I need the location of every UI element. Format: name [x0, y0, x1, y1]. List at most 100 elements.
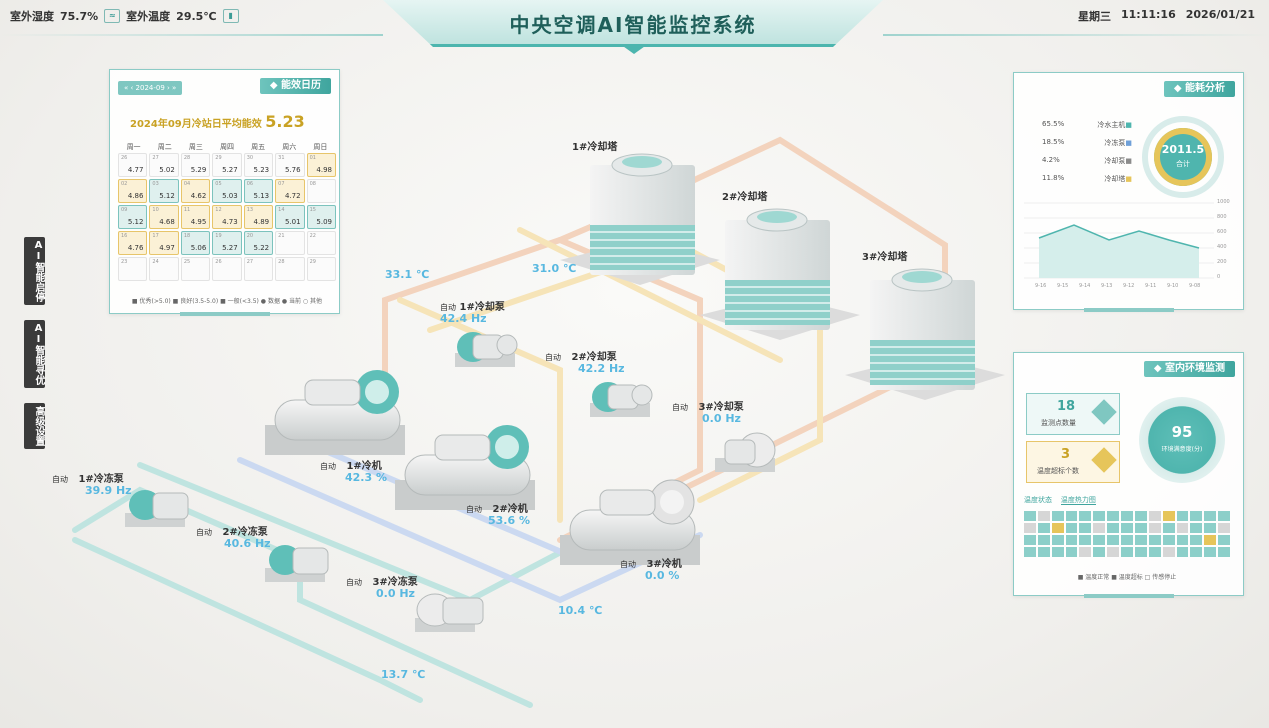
heatmap-cell[interactable]	[1204, 511, 1217, 521]
heatmap-cell[interactable]	[1037, 547, 1050, 557]
heatmap-cell[interactable]	[1051, 535, 1064, 545]
heatmap-cell[interactable]	[1051, 523, 1064, 533]
heatmap-cell[interactable]	[1079, 523, 1092, 533]
calendar-month-nav[interactable]: « ‹ 2024-09 › »	[118, 81, 183, 95]
heatmap-cell[interactable]	[1204, 535, 1217, 545]
heatmap-cell[interactable]	[1176, 547, 1189, 557]
heatmap-cell[interactable]	[1148, 523, 1161, 533]
calendar-day-cell[interactable]: 08	[306, 179, 336, 203]
heatmap-cell[interactable]	[1218, 523, 1230, 533]
heatmap-cell[interactable]	[1093, 547, 1106, 557]
cooling-tower-3[interactable]	[845, 268, 1005, 400]
heatmap-cell[interactable]	[1190, 547, 1203, 557]
chiller-1[interactable]	[265, 370, 405, 455]
heatmap-cell[interactable]	[1121, 547, 1133, 557]
calendar-day-cell[interactable]: 26	[212, 257, 242, 281]
heatmap-cell[interactable]	[1093, 511, 1106, 521]
heatmap-cell[interactable]	[1037, 523, 1050, 533]
heatmap-cell[interactable]	[1148, 511, 1161, 521]
heatmap-cell[interactable]	[1148, 547, 1161, 557]
heatmap-cell[interactable]	[1024, 523, 1036, 533]
heatmap-cell[interactable]	[1162, 535, 1175, 545]
chilled-pump-2[interactable]	[265, 545, 329, 582]
chilled-pump-1[interactable]	[125, 490, 189, 527]
heatmap-cell[interactable]	[1079, 535, 1092, 545]
heatmap-cell[interactable]	[1190, 511, 1203, 521]
calendar-day-cell[interactable]: 22	[306, 231, 336, 255]
heatmap-cell[interactable]	[1065, 535, 1078, 545]
heatmap-cell[interactable]	[1218, 547, 1230, 557]
heatmap-cell[interactable]	[1176, 511, 1189, 521]
calendar-day-cell[interactable]: 24	[149, 257, 179, 281]
advanced-settings-button[interactable]: 高级设置	[24, 403, 45, 449]
heatmap-cell[interactable]	[1204, 547, 1217, 557]
heatmap-cell[interactable]	[1134, 523, 1147, 533]
ai-start-stop-button[interactable]: AI智能启停	[24, 237, 45, 305]
heatmap-cell[interactable]	[1079, 511, 1092, 521]
heatmap-cell[interactable]	[1065, 547, 1078, 557]
calendar-day-cell[interactable]: 27	[243, 257, 274, 281]
cooling-pump-2[interactable]	[590, 382, 653, 417]
heatmap-cell[interactable]	[1079, 547, 1092, 557]
heatmap-cell[interactable]	[1024, 535, 1036, 545]
chiller-2[interactable]	[395, 425, 535, 510]
heatmap-cell[interactable]	[1134, 535, 1147, 545]
heatmap-cell[interactable]	[1218, 511, 1230, 521]
heatmap-cell[interactable]	[1037, 511, 1050, 521]
heatmap-cell[interactable]	[1093, 523, 1106, 533]
heatmap-cell[interactable]	[1176, 535, 1189, 545]
heatmap-cell[interactable]	[1176, 523, 1189, 533]
chilled-pump-3[interactable]	[415, 593, 484, 632]
tab-temperature-status[interactable]: 温度状态	[1024, 496, 1052, 504]
heatmap-cell[interactable]	[1134, 547, 1147, 557]
calendar-day-cell[interactable]: 23	[118, 257, 148, 281]
heatmap-cell[interactable]	[1065, 523, 1078, 533]
ai-optimize-button[interactable]: AI智能寻优	[24, 320, 45, 388]
heatmap-cell[interactable]	[1162, 547, 1175, 557]
heatmap-cell[interactable]	[1190, 535, 1203, 545]
cooling-tower-2[interactable]	[700, 208, 860, 340]
cooling-tower-1[interactable]	[560, 153, 720, 285]
heatmap-cell[interactable]	[1037, 535, 1050, 545]
heatmap-cell[interactable]	[1107, 535, 1120, 545]
heatmap-cell[interactable]	[1093, 535, 1106, 545]
cooling-pump-1[interactable]	[455, 332, 518, 367]
calendar-day-cell[interactable]: 28	[275, 257, 305, 281]
heatmap-cell[interactable]	[1218, 535, 1230, 545]
heatmap-cell[interactable]	[1024, 511, 1036, 521]
heatmap-cell[interactable]	[1107, 511, 1120, 521]
heatmap-cell[interactable]	[1148, 535, 1161, 545]
heatmap-cell[interactable]	[1162, 523, 1175, 533]
heatmap-cell[interactable]	[1190, 523, 1203, 533]
tab-temperature-heatmap[interactable]: 温度热力图	[1060, 496, 1096, 505]
heatmap-cell[interactable]	[1107, 547, 1120, 557]
heatmap-cell[interactable]	[1121, 511, 1133, 521]
cooling-pump-3[interactable]	[715, 432, 776, 472]
calendar-day-cell[interactable]: 25	[180, 257, 211, 281]
heatmap-cell[interactable]	[1204, 523, 1217, 533]
heatmap-cell[interactable]	[1121, 535, 1133, 545]
calendar-day-cell[interactable]: 29	[306, 257, 336, 281]
